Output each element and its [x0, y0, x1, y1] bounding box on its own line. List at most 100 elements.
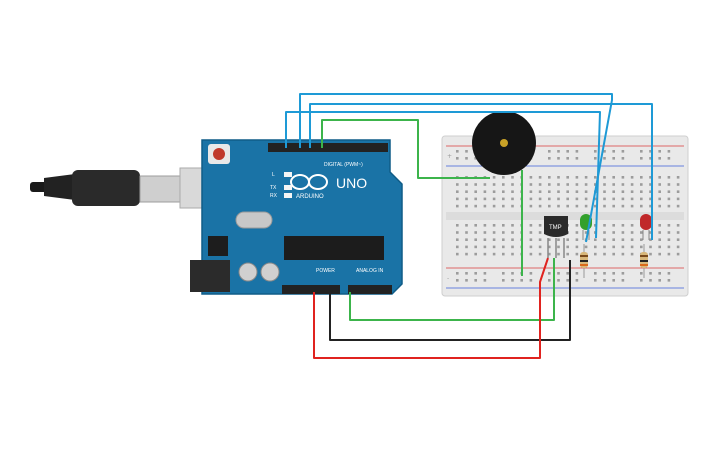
breadboard-hole[interactable]: [502, 252, 505, 256]
usb-cable[interactable]: [30, 167, 229, 209]
breadboard-hole[interactable]: [603, 197, 606, 201]
breadboard-hole[interactable]: [612, 224, 615, 227]
breadboard-hole[interactable]: [548, 245, 551, 249]
breadboard-hole[interactable]: [621, 190, 625, 193]
breadboard-hole[interactable]: [502, 183, 505, 186]
breadboard-hole[interactable]: [640, 157, 643, 160]
breadboard-hole[interactable]: [538, 204, 542, 208]
breadboard-hole[interactable]: [667, 197, 671, 201]
breadboard-hole[interactable]: [621, 183, 625, 186]
breadboard-hole[interactable]: [465, 279, 468, 282]
breadboard-hole[interactable]: [676, 224, 680, 227]
breadboard-hole[interactable]: [649, 157, 652, 160]
breadboard-hole[interactable]: [566, 197, 569, 201]
breadboard-hole[interactable]: [640, 238, 643, 241]
breadboard-hole[interactable]: [575, 245, 579, 249]
breadboard-hole[interactable]: [548, 272, 551, 275]
breadboard-hole[interactable]: [575, 224, 579, 227]
breadboard-hole[interactable]: [667, 224, 671, 227]
breadboard-hole[interactable]: [456, 183, 459, 186]
breadboard-hole[interactable]: [483, 252, 487, 256]
breadboard-hole[interactable]: [603, 272, 606, 275]
breadboard-hole[interactable]: [465, 272, 468, 275]
breadboard-hole[interactable]: [456, 252, 459, 256]
breadboard-hole[interactable]: [529, 245, 533, 249]
breadboard-hole[interactable]: [630, 231, 634, 234]
breadboard-hole[interactable]: [465, 224, 468, 227]
breadboard-hole[interactable]: [474, 231, 477, 234]
breadboard-hole[interactable]: [566, 252, 569, 256]
breadboard-hole[interactable]: [557, 245, 560, 249]
breadboard-hole[interactable]: [640, 204, 643, 208]
breadboard-hole[interactable]: [492, 224, 496, 227]
breadboard-hole[interactable]: [502, 197, 505, 201]
breadboard-hole[interactable]: [465, 204, 468, 208]
breadboard-hole[interactable]: [658, 204, 661, 208]
breadboard-hole[interactable]: [502, 272, 505, 275]
breadboard-hole[interactable]: [594, 252, 597, 256]
breadboard-hole[interactable]: [566, 150, 569, 153]
breadboard-hole[interactable]: [612, 204, 615, 208]
breadboard-hole[interactable]: [612, 245, 615, 249]
breadboard-hole[interactable]: [538, 176, 542, 179]
breadboard-hole[interactable]: [630, 197, 634, 201]
breadboard-hole[interactable]: [640, 272, 643, 275]
breadboard-hole[interactable]: [621, 150, 625, 153]
breadboard-hole[interactable]: [474, 190, 477, 193]
breadboard-hole[interactable]: [548, 238, 551, 241]
breadboard-hole[interactable]: [474, 204, 477, 208]
digital-header[interactable]: [268, 143, 388, 152]
breadboard-hole[interactable]: [584, 190, 588, 193]
breadboard-hole[interactable]: [575, 231, 579, 234]
breadboard-hole[interactable]: [603, 279, 606, 282]
breadboard-hole[interactable]: [474, 279, 477, 282]
breadboard-hole[interactable]: [649, 238, 652, 241]
breadboard-hole[interactable]: [649, 190, 652, 193]
breadboard-hole[interactable]: [502, 279, 505, 282]
breadboard-hole[interactable]: [603, 204, 606, 208]
piezo-buzzer[interactable]: [472, 111, 536, 175]
breadboard-hole[interactable]: [502, 231, 505, 234]
breadboard-hole[interactable]: [594, 272, 597, 275]
breadboard-hole[interactable]: [658, 157, 661, 160]
breadboard-hole[interactable]: [612, 176, 615, 179]
breadboard-hole[interactable]: [667, 183, 671, 186]
breadboard-hole[interactable]: [603, 252, 606, 256]
breadboard-hole[interactable]: [630, 190, 634, 193]
breadboard-hole[interactable]: [575, 252, 579, 256]
breadboard-hole[interactable]: [575, 204, 579, 208]
breadboard-hole[interactable]: [529, 204, 533, 208]
breadboard-hole[interactable]: [511, 252, 514, 256]
breadboard-hole[interactable]: [667, 245, 671, 249]
breadboard-hole[interactable]: [529, 190, 533, 193]
breadboard-hole[interactable]: [575, 150, 579, 153]
breadboard-hole[interactable]: [456, 272, 459, 275]
breadboard-hole[interactable]: [557, 190, 560, 193]
breadboard-hole[interactable]: [621, 176, 625, 179]
breadboard-hole[interactable]: [511, 272, 514, 275]
breadboard-hole[interactable]: [603, 157, 606, 160]
breadboard-hole[interactable]: [456, 231, 459, 234]
power-header[interactable]: [282, 285, 340, 294]
breadboard-hole[interactable]: [640, 279, 643, 282]
breadboard-hole[interactable]: [529, 176, 533, 179]
breadboard-hole[interactable]: [630, 183, 634, 186]
breadboard-hole[interactable]: [548, 279, 551, 282]
breadboard-hole[interactable]: [612, 279, 615, 282]
breadboard-hole[interactable]: [548, 252, 551, 256]
breadboard-hole[interactable]: [603, 190, 606, 193]
breadboard-hole[interactable]: [465, 252, 468, 256]
breadboard-hole[interactable]: [612, 252, 615, 256]
breadboard-hole[interactable]: [658, 183, 661, 186]
breadboard-hole[interactable]: [456, 238, 459, 241]
breadboard-hole[interactable]: [676, 190, 680, 193]
breadboard-hole[interactable]: [511, 197, 514, 201]
breadboard-hole[interactable]: [538, 190, 542, 193]
breadboard-hole[interactable]: [649, 231, 652, 234]
breadboard-hole[interactable]: [658, 238, 661, 241]
breadboard-hole[interactable]: [483, 224, 487, 227]
breadboard-hole[interactable]: [465, 183, 468, 186]
breadboard-hole[interactable]: [566, 204, 569, 208]
breadboard-hole[interactable]: [575, 190, 579, 193]
breadboard-hole[interactable]: [548, 197, 551, 201]
